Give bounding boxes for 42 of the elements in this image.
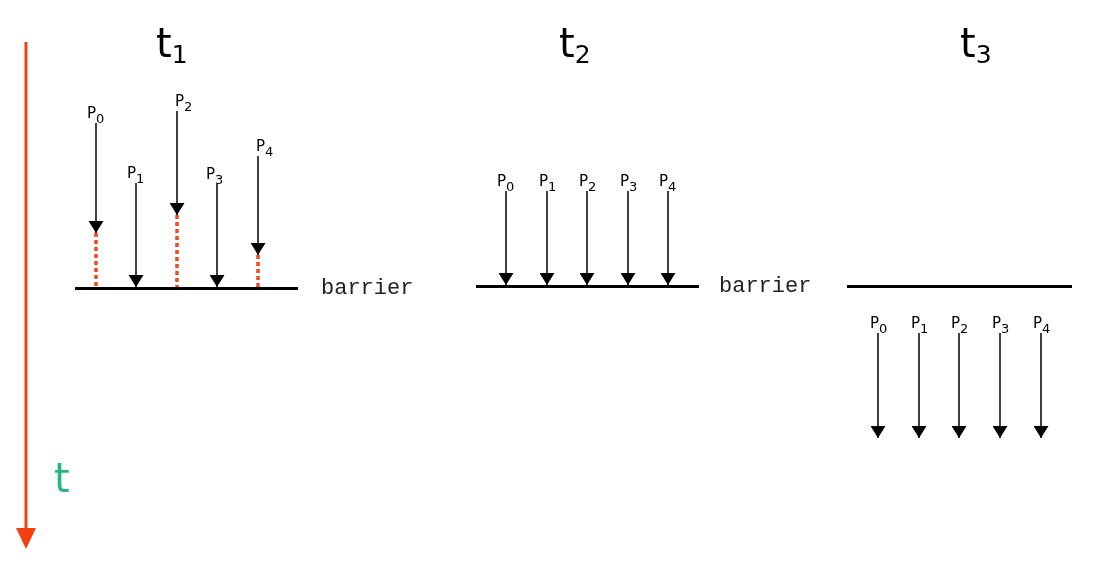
- process-label: P$_{4}$: [256, 137, 274, 155]
- time-point-heading: t$_{3}$: [960, 20, 992, 66]
- arrow: [911, 332, 927, 439]
- dotted-line: [175, 215, 179, 287]
- time-point-heading: t$_{2}$: [559, 20, 591, 66]
- process-label: P$_{3}$: [620, 172, 638, 190]
- arrow: [951, 332, 967, 439]
- arrow: [539, 190, 555, 286]
- process-label: P$_{3}$: [992, 314, 1010, 332]
- arrow: [992, 332, 1008, 439]
- arrow: [209, 183, 225, 288]
- axis-label: t: [54, 455, 70, 501]
- process-label: P$_{0}$: [87, 104, 105, 122]
- barrier-label: barrier: [321, 277, 414, 301]
- barrier-label: barrier: [719, 275, 812, 299]
- process-label: P$_{1}$: [911, 314, 929, 332]
- process-label: P$_{4}$: [659, 172, 677, 190]
- process-label: P$_{2}$: [951, 314, 969, 332]
- barrier-line: [476, 285, 699, 288]
- process-label: P$_{1}$: [539, 172, 557, 190]
- arrow: [88, 122, 104, 234]
- arrow: [128, 182, 144, 288]
- dotted-line: [94, 233, 98, 287]
- process-label: P$_{0}$: [870, 314, 888, 332]
- arrow: [169, 110, 185, 216]
- process-label: P$_{2}$: [579, 172, 597, 190]
- arrow: [660, 190, 676, 286]
- arrow: [620, 190, 636, 286]
- arrow: [250, 155, 266, 256]
- process-label: P$_{3}$: [206, 165, 224, 183]
- arrow: [870, 332, 886, 439]
- process-label: P$_{4}$: [1033, 314, 1051, 332]
- time-point-heading: t$_{1}$: [156, 20, 188, 66]
- process-label: P$_{2}$: [175, 92, 193, 110]
- process-label: P$_{0}$: [497, 172, 515, 190]
- arrow: [498, 190, 514, 286]
- barrier-line: [847, 285, 1072, 288]
- dotted-line: [256, 255, 260, 287]
- barrier-line: [75, 287, 298, 290]
- arrow: [579, 190, 595, 286]
- process-label: P$_{1}$: [127, 164, 145, 182]
- arrow: [1033, 332, 1049, 439]
